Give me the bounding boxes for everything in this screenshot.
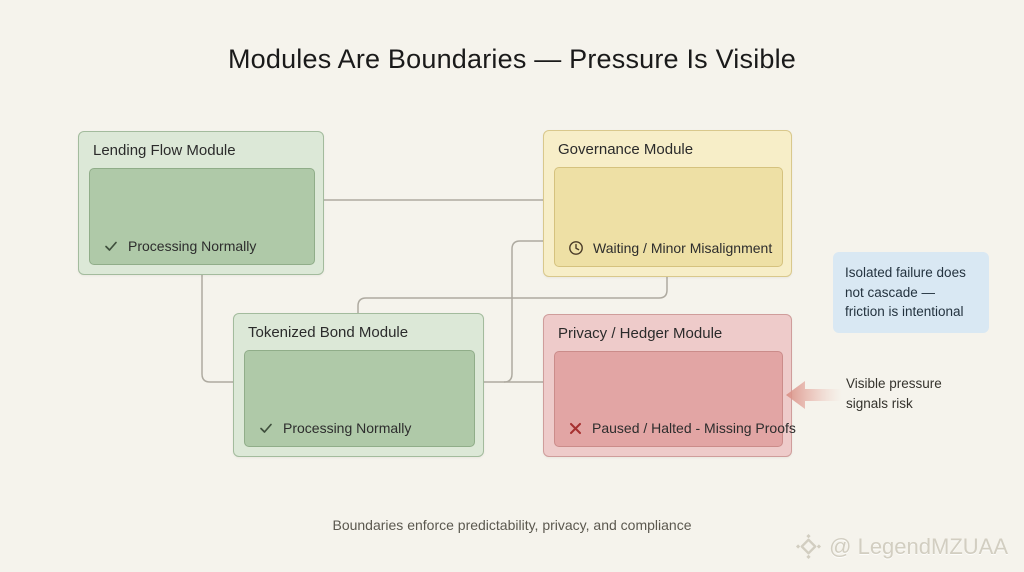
status-text: Processing Normally (283, 420, 412, 436)
status-row: Processing Normally (103, 238, 256, 254)
status-row: Processing Normally (258, 420, 411, 436)
module-governance: Governance Module Waiting / Minor Misali… (543, 130, 792, 277)
module-body: Processing Normally (244, 350, 475, 447)
module-title: Tokenized Bond Module (248, 324, 409, 341)
status-text: Paused / Halted - Missing Proofs (592, 420, 796, 436)
status-text: Waiting / Minor Misalignment (593, 240, 773, 256)
status-text: Processing Normally (128, 238, 257, 254)
connector-governance-junction (503, 240, 543, 383)
module-privacy-hedger: Privacy / Hedger Module Paused / Halted … (543, 314, 796, 457)
pressure-label: Visible pressure signals risk (846, 376, 942, 411)
watermark-text: @ LegendMZUAA (829, 533, 1008, 559)
module-body: Waiting / Minor Misalignment (554, 167, 783, 267)
status-row: Paused / Halted - Missing Proofs (568, 420, 796, 436)
status-row: Waiting / Minor Misalignment (568, 240, 772, 256)
x-icon (569, 422, 582, 434)
connector-tokenized-governance (357, 275, 668, 313)
diagram-title: Modules Are Boundaries — Pressure Is Vis… (227, 44, 797, 74)
module-title: Governance Module (558, 141, 694, 158)
module-lending-flow: Lending Flow Module Processing Normally (78, 131, 324, 275)
caption: Boundaries enforce predictability, priva… (332, 517, 692, 533)
watermark: @ LegendMZUAA (795, 533, 1008, 560)
module-body: Processing Normally (89, 168, 315, 265)
module-tokenized-bond: Tokenized Bond Module Processing Normall… (233, 313, 484, 457)
module-body: Paused / Halted - Missing Proofs (554, 351, 796, 447)
clock-icon (569, 241, 583, 255)
connector-lending-tokenized (201, 273, 233, 383)
module-title: Lending Flow Module (93, 142, 236, 159)
isolation-note: Isolated failure does not cascade — fric… (833, 252, 989, 333)
diamond-logo-icon (796, 533, 822, 560)
check-icon (105, 241, 117, 251)
check-icon (260, 423, 272, 433)
module-title: Privacy / Hedger Module (558, 325, 723, 342)
